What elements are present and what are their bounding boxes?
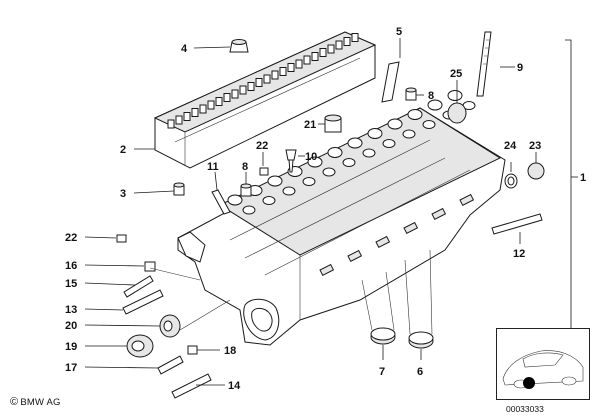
copyright-icon: ©	[10, 396, 19, 408]
callout-25[interactable]: 25	[450, 68, 462, 80]
part-screw-10[interactable]	[285, 149, 297, 173]
callout-23[interactable]: 23	[529, 140, 541, 152]
car-location-thumbnail-icon	[496, 328, 590, 400]
callout-19[interactable]: 19	[65, 341, 77, 353]
callout-22-top[interactable]: 22	[256, 140, 268, 152]
part-stud-15[interactable]	[123, 275, 154, 298]
part-rocker-bolts	[167, 33, 359, 129]
part-sleeve-18[interactable]	[187, 345, 198, 355]
callout-18[interactable]: 18	[224, 345, 236, 357]
callout-9[interactable]: 9	[517, 62, 523, 74]
callout-4[interactable]: 4	[181, 43, 188, 55]
part-plug-25[interactable]	[447, 102, 467, 124]
callout-labels: 1 2 3 4 5 6 7 8 8 9 10 11 12 13 14 15 16…	[65, 26, 586, 392]
callout-3[interactable]: 3	[120, 188, 126, 200]
part-sleeve-8-top[interactable]	[405, 87, 417, 101]
part-cylinder-head-details	[227, 90, 476, 277]
callout-2[interactable]: 2	[120, 144, 126, 156]
part-stud-14[interactable]	[171, 373, 212, 399]
part-seal-7[interactable]	[370, 327, 396, 345]
part-sleeve-8-mid[interactable]	[240, 183, 252, 197]
callout-24[interactable]: 24	[504, 140, 517, 152]
part-stud-13[interactable]	[122, 289, 164, 315]
part-sleeve-16[interactable]	[144, 261, 156, 272]
callout-22-left[interactable]: 22	[65, 232, 77, 244]
part-plug-23[interactable]	[527, 162, 545, 180]
part-sleeve-3[interactable]	[173, 182, 185, 196]
part-sleeve-22-top[interactable]	[259, 167, 269, 176]
document-number: 00033033	[506, 404, 544, 414]
part-sleeve-22-left[interactable]	[116, 234, 127, 243]
callout-15[interactable]: 15	[65, 278, 77, 290]
callout-11[interactable]: 11	[207, 161, 219, 173]
callout-5[interactable]: 5	[396, 26, 402, 38]
part-dowel-5[interactable]	[381, 61, 400, 103]
part-bushing-20[interactable]	[159, 314, 181, 338]
callout-7[interactable]: 7	[379, 366, 385, 378]
callout-8-mid[interactable]: 8	[242, 161, 248, 173]
callout-6[interactable]: 6	[417, 366, 423, 378]
callout-17[interactable]: 17	[65, 362, 77, 374]
part-pin-17[interactable]	[157, 355, 184, 375]
callout-16[interactable]: 16	[65, 260, 77, 272]
callout-10[interactable]: 10	[305, 151, 317, 163]
part-cylinder-head[interactable]	[177, 107, 506, 346]
copyright-text: BMW AG	[20, 397, 61, 408]
callout-14[interactable]: 14	[228, 380, 241, 392]
callout-12[interactable]: 12	[513, 248, 525, 260]
part-seal-6[interactable]	[408, 331, 434, 349]
part-seal-19[interactable]	[126, 334, 154, 358]
callout-21[interactable]: 21	[304, 119, 316, 131]
part-pin-11[interactable]	[211, 189, 231, 215]
part-cap-21[interactable]	[324, 114, 342, 133]
part-seal-24[interactable]	[504, 173, 518, 189]
callout-8-top[interactable]: 8	[428, 90, 434, 102]
callout-1[interactable]: 1	[580, 172, 586, 184]
part-nut-4[interactable]	[229, 39, 249, 53]
part-stud-12[interactable]	[491, 213, 543, 235]
copyright-notice: ©BMW AG	[10, 396, 61, 408]
callout-13[interactable]: 13	[65, 304, 77, 316]
part-stud-9[interactable]	[476, 31, 492, 97]
callout-20[interactable]: 20	[65, 320, 77, 332]
